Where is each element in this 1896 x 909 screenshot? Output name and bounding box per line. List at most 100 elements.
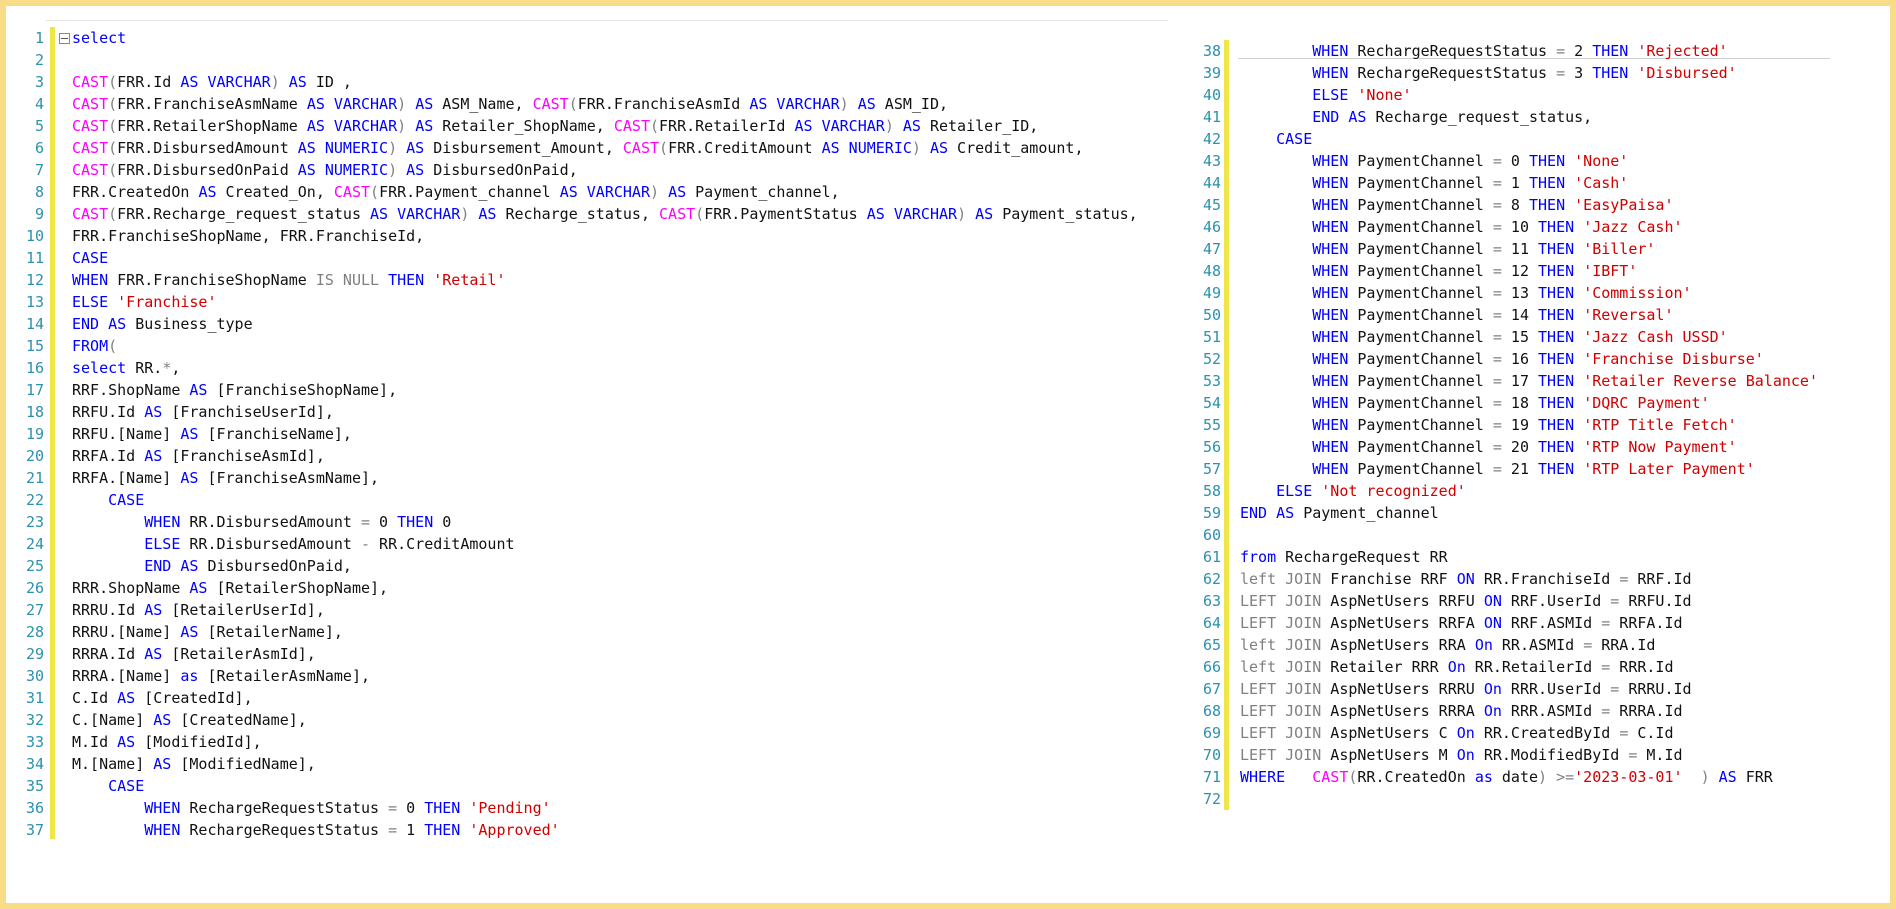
code-line[interactable]: CASE: [72, 247, 1138, 269]
code-token: CAST: [613, 117, 650, 135]
code-line[interactable]: FRR.CreatedOn AS Created_On, CAST(FRR.Pa…: [72, 181, 1138, 203]
code-line[interactable]: RRFA.Id AS [FranchiseAsmId],: [72, 445, 1138, 467]
code-line[interactable]: ELSE RR.DisbursedAmount - RR.CreditAmoun…: [72, 533, 1138, 555]
code-line[interactable]: CASE: [72, 775, 1138, 797]
line-number: 60: [1202, 526, 1221, 544]
code-line[interactable]: RRFU.Id AS [FranchiseUserId],: [72, 401, 1138, 423]
collapse-region-icon[interactable]: [59, 33, 70, 44]
code-line[interactable]: FRR.FranchiseShopName, FRR.FranchiseId,: [72, 225, 1138, 247]
code-token: AS: [117, 689, 136, 707]
code-token: [RetailerShopName],: [207, 579, 389, 597]
code-line[interactable]: FROM(: [72, 335, 1138, 357]
code-line[interactable]: WHEN PaymentChannel = 16 THEN 'Franchise…: [1240, 348, 1818, 370]
code-line[interactable]: select RR.*,: [72, 357, 1138, 379]
code-line[interactable]: WHEN PaymentChannel = 15 THEN 'Jazz Cash…: [1240, 326, 1818, 348]
code-token: [1240, 262, 1312, 280]
code-line[interactable]: left JOIN AspNetUsers RRA On RR.ASMId = …: [1240, 634, 1818, 656]
code-line[interactable]: CAST(FRR.Recharge_request_status AS VARC…: [72, 203, 1138, 225]
code-line[interactable]: WHEN PaymentChannel = 1 THEN 'Cash': [1240, 172, 1818, 194]
code-line[interactable]: from RechargeRequest RR: [1240, 546, 1818, 568]
code-line[interactable]: M.[Name] AS [ModifiedName],: [72, 753, 1138, 775]
code-line[interactable]: WHEN PaymentChannel = 12 THEN 'IBFT': [1240, 260, 1818, 282]
code-line[interactable]: CAST(FRR.FranchiseAsmName AS VARCHAR) AS…: [72, 93, 1138, 115]
code-token: [RetailerName],: [198, 623, 343, 641]
code-line[interactable]: LEFT JOIN AspNetUsers C On RR.CreatedByI…: [1240, 722, 1818, 744]
code-token: FRR.FranchiseAsmId: [577, 95, 750, 113]
code-line[interactable]: WHEN RechargeRequestStatus = 1 THEN 'App…: [72, 819, 1138, 841]
code-line[interactable]: WHEN PaymentChannel = 20 THEN 'RTP Now P…: [1240, 436, 1818, 458]
code-line[interactable]: WHEN PaymentChannel = 13 THEN 'Commissio…: [1240, 282, 1818, 304]
code-token: CASE: [72, 249, 109, 267]
code-line[interactable]: WHEN PaymentChannel = 8 THEN 'EasyPaisa': [1240, 194, 1818, 216]
code-token: [1240, 416, 1312, 434]
code-token: [1710, 768, 1719, 786]
code-line[interactable]: RRF.ShopName AS [FranchiseShopName],: [72, 379, 1138, 401]
code-line[interactable]: left JOIN Retailer RRR On RR.RetailerId …: [1240, 656, 1818, 678]
code-line[interactable]: END AS Recharge_request_status,: [1240, 106, 1818, 128]
code-line[interactable]: [1240, 524, 1818, 546]
code-line[interactable]: left JOIN Franchise RRF ON RR.FranchiseI…: [1240, 568, 1818, 590]
code-token: M.[Name]: [72, 755, 154, 773]
code-line[interactable]: RRFA.[Name] AS [FranchiseAsmName],: [72, 467, 1138, 489]
code-line[interactable]: [72, 49, 1138, 71]
code-line[interactable]: LEFT JOIN AspNetUsers RRRU On RRR.UserId…: [1240, 678, 1818, 700]
code-line[interactable]: RRRA.Id AS [RetailerAsmId],: [72, 643, 1138, 665]
code-line[interactable]: WHEN PaymentChannel = 0 THEN 'None': [1240, 150, 1818, 172]
code-line[interactable]: CAST(FRR.DisbursedOnPaid AS NUMERIC) AS …: [72, 159, 1138, 181]
code-line[interactable]: CASE: [72, 489, 1138, 511]
code-line[interactable]: ELSE 'Not recognized': [1240, 480, 1818, 502]
code-line[interactable]: LEFT JOIN AspNetUsers RRFU ON RRF.UserId…: [1240, 590, 1818, 612]
code-line[interactable]: C.[Name] AS [CreatedName],: [72, 709, 1138, 731]
code-line[interactable]: CAST(FRR.DisbursedAmount AS NUMERIC) AS …: [72, 137, 1138, 159]
code-token: 'Franchise': [117, 293, 217, 311]
code-line[interactable]: WHEN PaymentChannel = 14 THEN 'Reversal': [1240, 304, 1818, 326]
line-number: 61: [1202, 548, 1221, 566]
code-line[interactable]: RRR.ShopName AS [RetailerShopName],: [72, 577, 1138, 599]
code-line[interactable]: C.Id AS [CreatedId],: [72, 687, 1138, 709]
code-line[interactable]: WHEN PaymentChannel = 18 THEN 'DQRC Paym…: [1240, 392, 1818, 414]
code-line[interactable]: WHEN PaymentChannel = 10 THEN 'Jazz Cash…: [1240, 216, 1818, 238]
code-line[interactable]: END AS Business_type: [72, 313, 1138, 335]
code-line[interactable]: CASE: [1240, 128, 1818, 150]
code-line[interactable]: END AS Payment_channel: [1240, 502, 1818, 524]
code-area[interactable]: select CAST(FRR.Id AS VARCHAR) AS ID ,CA…: [72, 27, 1138, 841]
code-line[interactable]: END AS DisbursedOnPaid,: [72, 555, 1138, 577]
code-line[interactable]: LEFT JOIN AspNetUsers M On RR.ModifiedBy…: [1240, 744, 1818, 766]
code-line[interactable]: RRRU.[Name] AS [RetailerName],: [72, 621, 1138, 643]
code-line[interactable]: WHEN RechargeRequestStatus = 2 THEN 'Rej…: [1240, 40, 1818, 62]
code-line[interactable]: M.Id AS [ModifiedId],: [72, 731, 1138, 753]
code-line[interactable]: ELSE 'None': [1240, 84, 1818, 106]
code-line[interactable]: WHEN RR.DisbursedAmount = 0 THEN 0: [72, 511, 1138, 533]
code-line[interactable]: [1240, 788, 1818, 810]
code-line[interactable]: LEFT JOIN AspNetUsers RRFA ON RRF.ASMId …: [1240, 612, 1818, 634]
code-line[interactable]: WHEN PaymentChannel = 19 THEN 'RTP Title…: [1240, 414, 1818, 436]
code-line[interactable]: RRRU.Id AS [RetailerUserId],: [72, 599, 1138, 621]
code-token: M.Id: [72, 733, 118, 751]
code-line[interactable]: WHEN RechargeRequestStatus = 0 THEN 'Pen…: [72, 797, 1138, 819]
code-line[interactable]: WHEN PaymentChannel = 11 THEN 'Biller': [1240, 238, 1818, 260]
code-line[interactable]: WHERE CAST(RR.CreatedOn as date) >='2023…: [1240, 766, 1818, 788]
code-token: C.Id: [1628, 724, 1674, 742]
code-line[interactable]: select: [72, 27, 1138, 49]
line-number: 27: [25, 601, 44, 619]
code-line[interactable]: ELSE 'Franchise': [72, 291, 1138, 313]
code-line[interactable]: RRRA.[Name] as [RetailerAsmName],: [72, 665, 1138, 687]
code-line[interactable]: LEFT JOIN AspNetUsers RRRA On RRR.ASMId …: [1240, 700, 1818, 722]
code-token: 'None': [1574, 152, 1629, 170]
code-line[interactable]: WHEN FRR.FranchiseShopName IS NULL THEN …: [72, 269, 1138, 291]
code-token: AS: [198, 183, 217, 201]
code-token: 2: [1565, 42, 1593, 60]
code-line[interactable]: RRFU.[Name] AS [FranchiseName],: [72, 423, 1138, 445]
code-line[interactable]: WHEN RechargeRequestStatus = 3 THEN 'Dis…: [1240, 62, 1818, 84]
code-token: select: [72, 29, 127, 47]
code-token: [RetailerAsmId],: [162, 645, 316, 663]
code-area[interactable]: WHEN RechargeRequestStatus = 2 THEN 'Rej…: [1240, 40, 1818, 810]
code-line[interactable]: WHEN PaymentChannel = 17 THEN 'Retailer …: [1240, 370, 1818, 392]
code-line[interactable]: CAST(FRR.RetailerShopName AS VARCHAR) AS…: [72, 115, 1138, 137]
code-line[interactable]: WHEN PaymentChannel = 21 THEN 'RTP Later…: [1240, 458, 1818, 480]
line-number: 44: [1202, 174, 1221, 192]
code-token: RR.CreditAmount: [370, 535, 515, 553]
code-line[interactable]: CAST(FRR.Id AS VARCHAR) AS ID ,: [72, 71, 1138, 93]
